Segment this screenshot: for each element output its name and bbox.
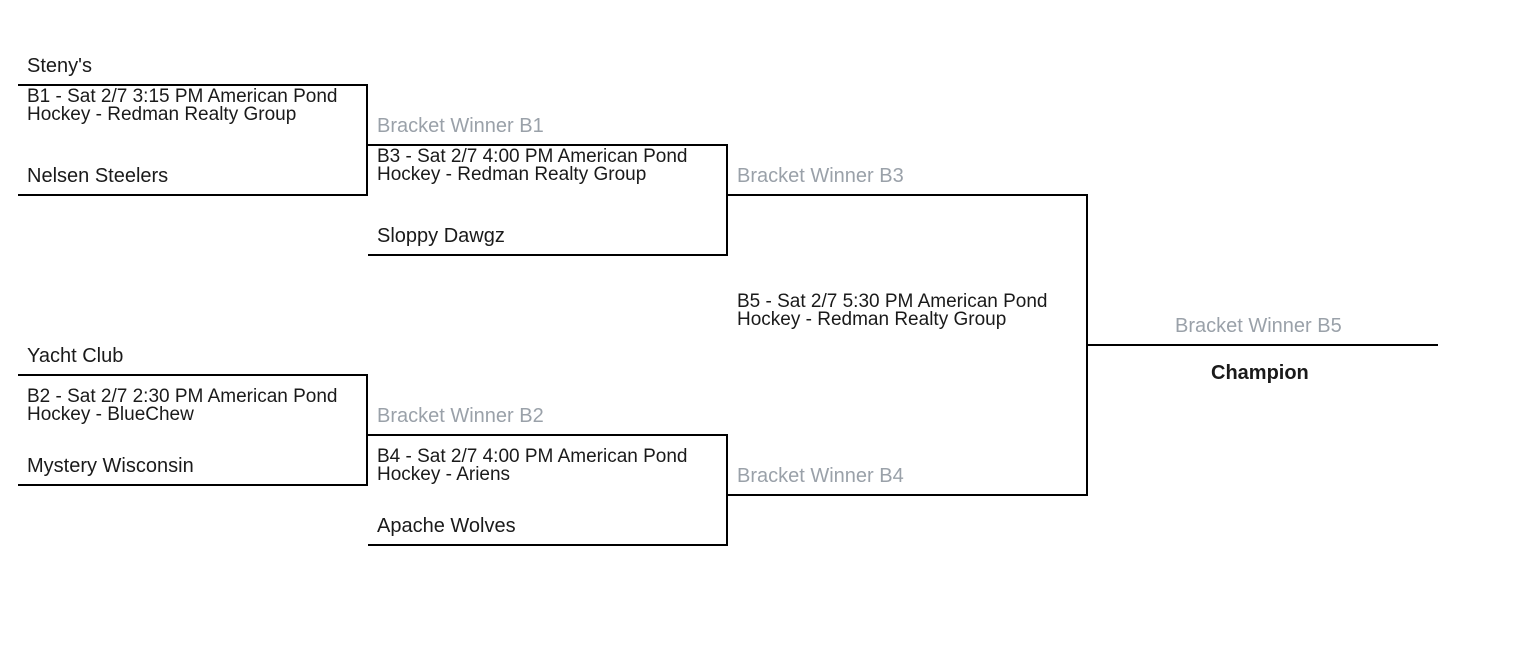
- game-info[interactable]: B1 - Sat 2/7 3:15 PM American Pond Hocke…: [27, 86, 338, 125]
- game-info[interactable]: B4 - Sat 2/7 4:00 PM American Pond Hocke…: [377, 446, 688, 485]
- bracket-connector: [1086, 194, 1088, 496]
- team-slot-top: Bracket Winner B2: [377, 405, 544, 427]
- bracket-line-bottom: [368, 254, 728, 256]
- team-slot-top: Bracket Winner B3: [737, 165, 904, 187]
- bracket-line-top: [18, 374, 368, 376]
- team-slot-bottom[interactable]: Apache Wolves: [377, 515, 516, 537]
- team-slot-bottom[interactable]: Sloppy Dawgz: [377, 225, 505, 247]
- bracket-connector: [366, 84, 368, 196]
- bracket-line-bottom: [18, 484, 368, 486]
- bracket-line-bottom: [18, 194, 368, 196]
- bracket-line-top: [368, 434, 728, 436]
- game-info[interactable]: B2 - Sat 2/7 2:30 PM American Pond Hocke…: [27, 386, 338, 425]
- bracket-line-top: [18, 84, 368, 86]
- game-info[interactable]: B3 - Sat 2/7 4:00 PM American Pond Hocke…: [377, 146, 688, 185]
- bracket-line-top: [368, 144, 728, 146]
- team-slot-bottom[interactable]: Nelsen Steelers: [27, 165, 169, 187]
- champion-line: [1088, 344, 1438, 346]
- bracket-line-bottom: [368, 544, 728, 546]
- winner-team: Bracket Winner B5: [1175, 315, 1342, 337]
- bracket-line-bottom: [728, 494, 1088, 496]
- team-slot-top[interactable]: Yacht Club: [27, 345, 124, 367]
- team-slot-bottom[interactable]: Mystery Wisconsin: [27, 455, 194, 477]
- bracket-connector: [726, 144, 728, 256]
- champion-label: Champion: [1211, 362, 1309, 384]
- team-slot-bottom: Bracket Winner B4: [737, 465, 904, 487]
- team-slot-top[interactable]: Steny's: [27, 55, 92, 77]
- team-slot-top: Bracket Winner B1: [377, 115, 544, 137]
- game-info[interactable]: B5 - Sat 2/7 5:30 PM American Pond Hocke…: [737, 291, 1048, 330]
- bracket-connector: [726, 434, 728, 546]
- bracket-line-top: [728, 194, 1088, 196]
- bracket-connector: [366, 374, 368, 486]
